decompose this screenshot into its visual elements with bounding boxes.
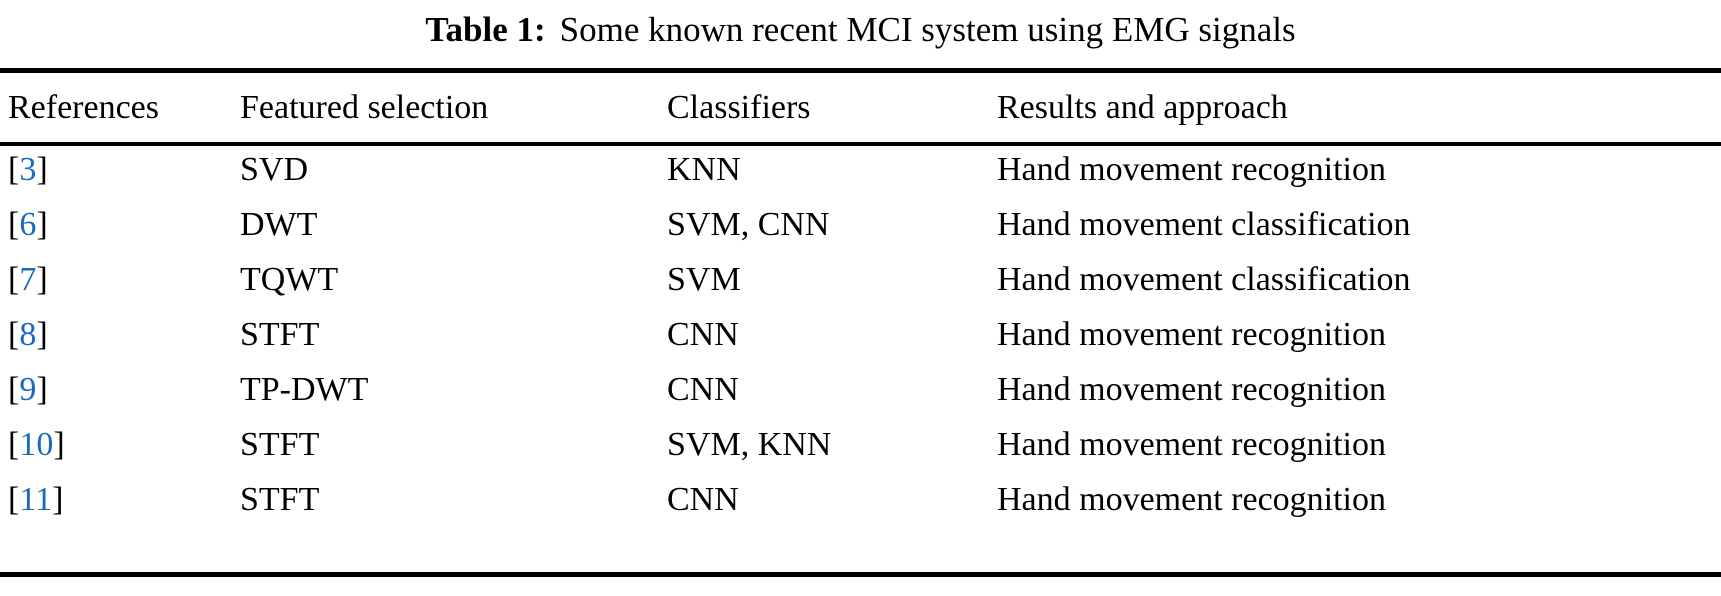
citation-number[interactable]: 6: [19, 206, 37, 243]
cell-reference: [8]: [0, 307, 240, 362]
table-row: [11] STFT CNN Hand movement recognition: [0, 472, 1721, 527]
cell-results-and-approach: Hand movement recognition: [997, 426, 1387, 463]
citation-number[interactable]: 11: [19, 481, 53, 518]
table-row: [3] SVD KNN Hand movement recognition: [0, 142, 1721, 197]
cell-results-and-approach: Hand movement recognition: [997, 151, 1387, 188]
citation-number[interactable]: 10: [19, 426, 54, 463]
table-row: [6] DWT SVM, CNN Hand movement classific…: [0, 197, 1721, 252]
cell-classifiers: SVM, KNN: [667, 426, 832, 463]
cell-classifiers: CNN: [667, 316, 739, 353]
cell-featured-selection: STFT: [240, 481, 320, 518]
cell-classifiers: SVM: [667, 261, 741, 298]
cell-featured-selection: SVD: [240, 151, 309, 188]
table-header-row: References Featured selection Classifier…: [0, 73, 1721, 142]
cell-reference: [6]: [0, 197, 240, 252]
table-row: [8] STFT CNN Hand movement recognition: [0, 307, 1721, 362]
cell-featured-selection: TQWT: [240, 261, 339, 298]
column-header-featured-selection: Featured selection: [240, 89, 489, 126]
table-caption: Table 1: Some known recent MCI system us…: [0, 0, 1721, 58]
table-caption-text: Some known recent MCI system using EMG s…: [559, 9, 1296, 49]
citation-bracket-open: [: [8, 206, 20, 243]
column-header-classifiers: Classifiers: [667, 89, 811, 126]
cell-results-and-approach: Hand movement recognition: [997, 316, 1387, 353]
citation-number[interactable]: 3: [19, 151, 37, 188]
comparison-table: References Featured selection Classifier…: [0, 73, 1721, 527]
cell-classifiers: CNN: [667, 371, 739, 408]
cell-reference: [11]: [0, 472, 240, 527]
column-header-results-and-approach: Results and approach: [997, 89, 1288, 126]
citation-bracket-open: [: [8, 151, 20, 188]
table-row: [9] TP-DWT CNN Hand movement recognition: [0, 362, 1721, 417]
cell-results-and-approach: Hand movement classification: [997, 261, 1411, 298]
table-rule-header: [0, 142, 1721, 146]
cell-featured-selection: DWT: [240, 206, 318, 243]
cell-classifiers: SVM, CNN: [667, 206, 830, 243]
cell-featured-selection: TP-DWT: [240, 371, 369, 408]
cell-classifiers: KNN: [667, 151, 741, 188]
table-rule-bottom: [0, 572, 1721, 577]
table-rule-top: [0, 68, 1721, 73]
citation-bracket-close: ]: [36, 316, 48, 353]
citation-number[interactable]: 7: [19, 261, 37, 298]
cell-classifiers: CNN: [667, 481, 739, 518]
citation-link[interactable]: [8]: [8, 316, 48, 353]
cell-results-and-approach: Hand movement classification: [997, 206, 1411, 243]
citation-bracket-open: [: [8, 426, 20, 463]
citation-link[interactable]: [7]: [8, 261, 48, 298]
cell-reference: [10]: [0, 417, 240, 472]
citation-bracket-open: [: [8, 481, 20, 518]
citation-bracket-close: ]: [52, 481, 64, 518]
column-header-references: References: [8, 89, 160, 126]
citation-bracket-open: [: [8, 316, 20, 353]
citation-bracket-open: [: [8, 371, 20, 408]
cell-featured-selection: STFT: [240, 426, 320, 463]
cell-reference: [3]: [0, 142, 240, 197]
cell-results-and-approach: Hand movement recognition: [997, 371, 1387, 408]
citation-number[interactable]: 8: [19, 316, 37, 353]
citation-bracket-close: ]: [53, 426, 65, 463]
table-caption-label: Table 1:: [425, 9, 546, 49]
table-row: [10] STFT SVM, KNN Hand movement recogni…: [0, 417, 1721, 472]
citation-bracket-close: ]: [36, 151, 48, 188]
citation-bracket-close: ]: [36, 261, 48, 298]
citation-bracket-close: ]: [36, 206, 48, 243]
citation-link[interactable]: [6]: [8, 206, 48, 243]
cell-reference: [7]: [0, 252, 240, 307]
table-body: [3] SVD KNN Hand movement recognition [6…: [0, 142, 1721, 527]
cell-reference: [9]: [0, 362, 240, 417]
citation-link[interactable]: [10]: [8, 426, 65, 463]
citation-link[interactable]: [11]: [8, 481, 63, 518]
citation-link[interactable]: [3]: [8, 151, 48, 188]
citation-link[interactable]: [9]: [8, 371, 48, 408]
cell-results-and-approach: Hand movement recognition: [997, 481, 1387, 518]
cell-featured-selection: STFT: [240, 316, 320, 353]
citation-bracket-close: ]: [36, 371, 48, 408]
citation-bracket-open: [: [8, 261, 20, 298]
table-row: [7] TQWT SVM Hand movement classificatio…: [0, 252, 1721, 307]
citation-number[interactable]: 9: [19, 371, 37, 408]
